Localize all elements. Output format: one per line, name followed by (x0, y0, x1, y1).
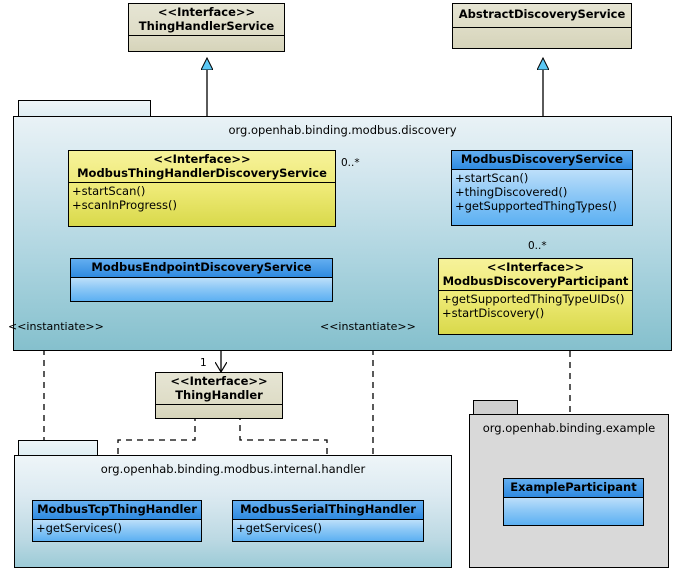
label-instantiate-right: <<instantiate>> (320, 320, 416, 333)
multiplicity-endpoint-to-thinghandler: 1 (200, 357, 207, 369)
member: +startScan() (72, 184, 146, 198)
package-tab-modbus-discovery (18, 100, 151, 117)
member: +getSupportedThingTypeUIDs() (442, 292, 625, 306)
class-members: +getServices() (233, 518, 423, 541)
class-name: ModbusDiscoveryService (460, 152, 624, 166)
class-modbus-thing-handler-discovery-service[interactable]: <<Interface>> ModbusThingHandlerDiscover… (68, 150, 336, 227)
class-abstract-discovery-service[interactable]: AbstractDiscoveryService (452, 3, 632, 49)
class-header: <<Interface>> ThingHandlerService (129, 4, 284, 35)
class-stereotype: <<Interface>> (153, 152, 251, 166)
class-members (504, 496, 643, 525)
class-modbus-serial-thing-handler[interactable]: ModbusSerialThingHandler +getServices() (232, 500, 424, 542)
class-header: ModbusEndpointDiscoveryService (71, 259, 332, 277)
class-members: +getSupportedThingTypeUIDs() +startDisco… (439, 290, 632, 334)
class-members (453, 26, 631, 48)
class-name: ExampleParticipant (510, 480, 637, 494)
package-label: org.openhab.binding.modbus.discovery (228, 123, 457, 137)
package-label: org.openhab.binding.modbus.internal.hand… (100, 462, 366, 476)
class-modbus-tcp-thing-handler[interactable]: ModbusTcpThingHandler +getServices() (32, 500, 202, 542)
package-tab-internal-handler (18, 440, 98, 456)
multiplicity-discoveryservice-to-thdiscoveryservice: 0..* (341, 157, 360, 169)
class-stereotype: <<Interface>> (486, 260, 585, 274)
member: +thingDiscovered() (455, 184, 568, 199)
class-name: ThingHandler (175, 387, 263, 402)
class-header: AbstractDiscoveryService (453, 4, 631, 27)
multiplicity-discoveryservice-to-participant: 0..* (528, 240, 547, 252)
class-thing-handler-service[interactable]: <<Interface>> ThingHandlerService (128, 3, 285, 52)
class-header: ExampleParticipant (504, 479, 643, 497)
class-members (156, 404, 282, 418)
member: +getServices() (36, 520, 122, 535)
class-stereotype: <<Interface>> (170, 374, 268, 388)
class-header: ModbusSerialThingHandler (233, 501, 423, 519)
class-name: ModbusSerialThingHandler (240, 502, 416, 516)
class-name: AbstractDiscoveryService (458, 7, 626, 21)
member: +getServices() (236, 520, 322, 535)
member: +startDiscovery() (442, 306, 545, 320)
class-modbus-endpoint-discovery-service[interactable]: ModbusEndpointDiscoveryService (70, 258, 333, 302)
class-header: ModbusDiscoveryService (452, 151, 632, 169)
class-header: <<Interface>> ThingHandler (156, 373, 282, 404)
class-name: ThingHandlerService (138, 18, 275, 33)
class-header: <<Interface>> ModbusDiscoveryParticipant (439, 259, 632, 290)
class-header: ModbusTcpThingHandler (33, 501, 201, 519)
class-header: <<Interface>> ModbusThingHandlerDiscover… (69, 151, 335, 182)
class-members: +getServices() (33, 518, 201, 541)
class-name: ModbusThingHandlerDiscoveryService (77, 165, 327, 180)
class-thing-handler[interactable]: <<Interface>> ThingHandler (155, 372, 283, 419)
member: +getSupportedThingTypes() (455, 198, 617, 213)
member: +scanInProgress() (72, 198, 178, 212)
class-example-participant[interactable]: ExampleParticipant (503, 478, 644, 526)
class-modbus-discovery-participant[interactable]: <<Interface>> ModbusDiscoveryParticipant… (438, 258, 633, 335)
class-stereotype: <<Interface>> (157, 5, 256, 19)
member: +startScan() (455, 170, 529, 185)
class-members: +startScan() +thingDiscovered() +getSupp… (452, 168, 632, 225)
class-modbus-discovery-service[interactable]: ModbusDiscoveryService +startScan() +thi… (451, 150, 633, 226)
class-name: ModbusDiscoveryParticipant (442, 273, 629, 288)
class-name: ModbusTcpThingHandler (37, 502, 197, 516)
class-members (71, 276, 332, 301)
package-tab-example (473, 400, 518, 415)
label-instantiate-left: <<instantiate>> (8, 320, 104, 333)
class-members: +startScan() +scanInProgress() (69, 182, 335, 226)
class-name: ModbusEndpointDiscoveryService (91, 260, 312, 274)
class-members (129, 35, 284, 51)
package-label: org.openhab.binding.example (482, 421, 656, 435)
